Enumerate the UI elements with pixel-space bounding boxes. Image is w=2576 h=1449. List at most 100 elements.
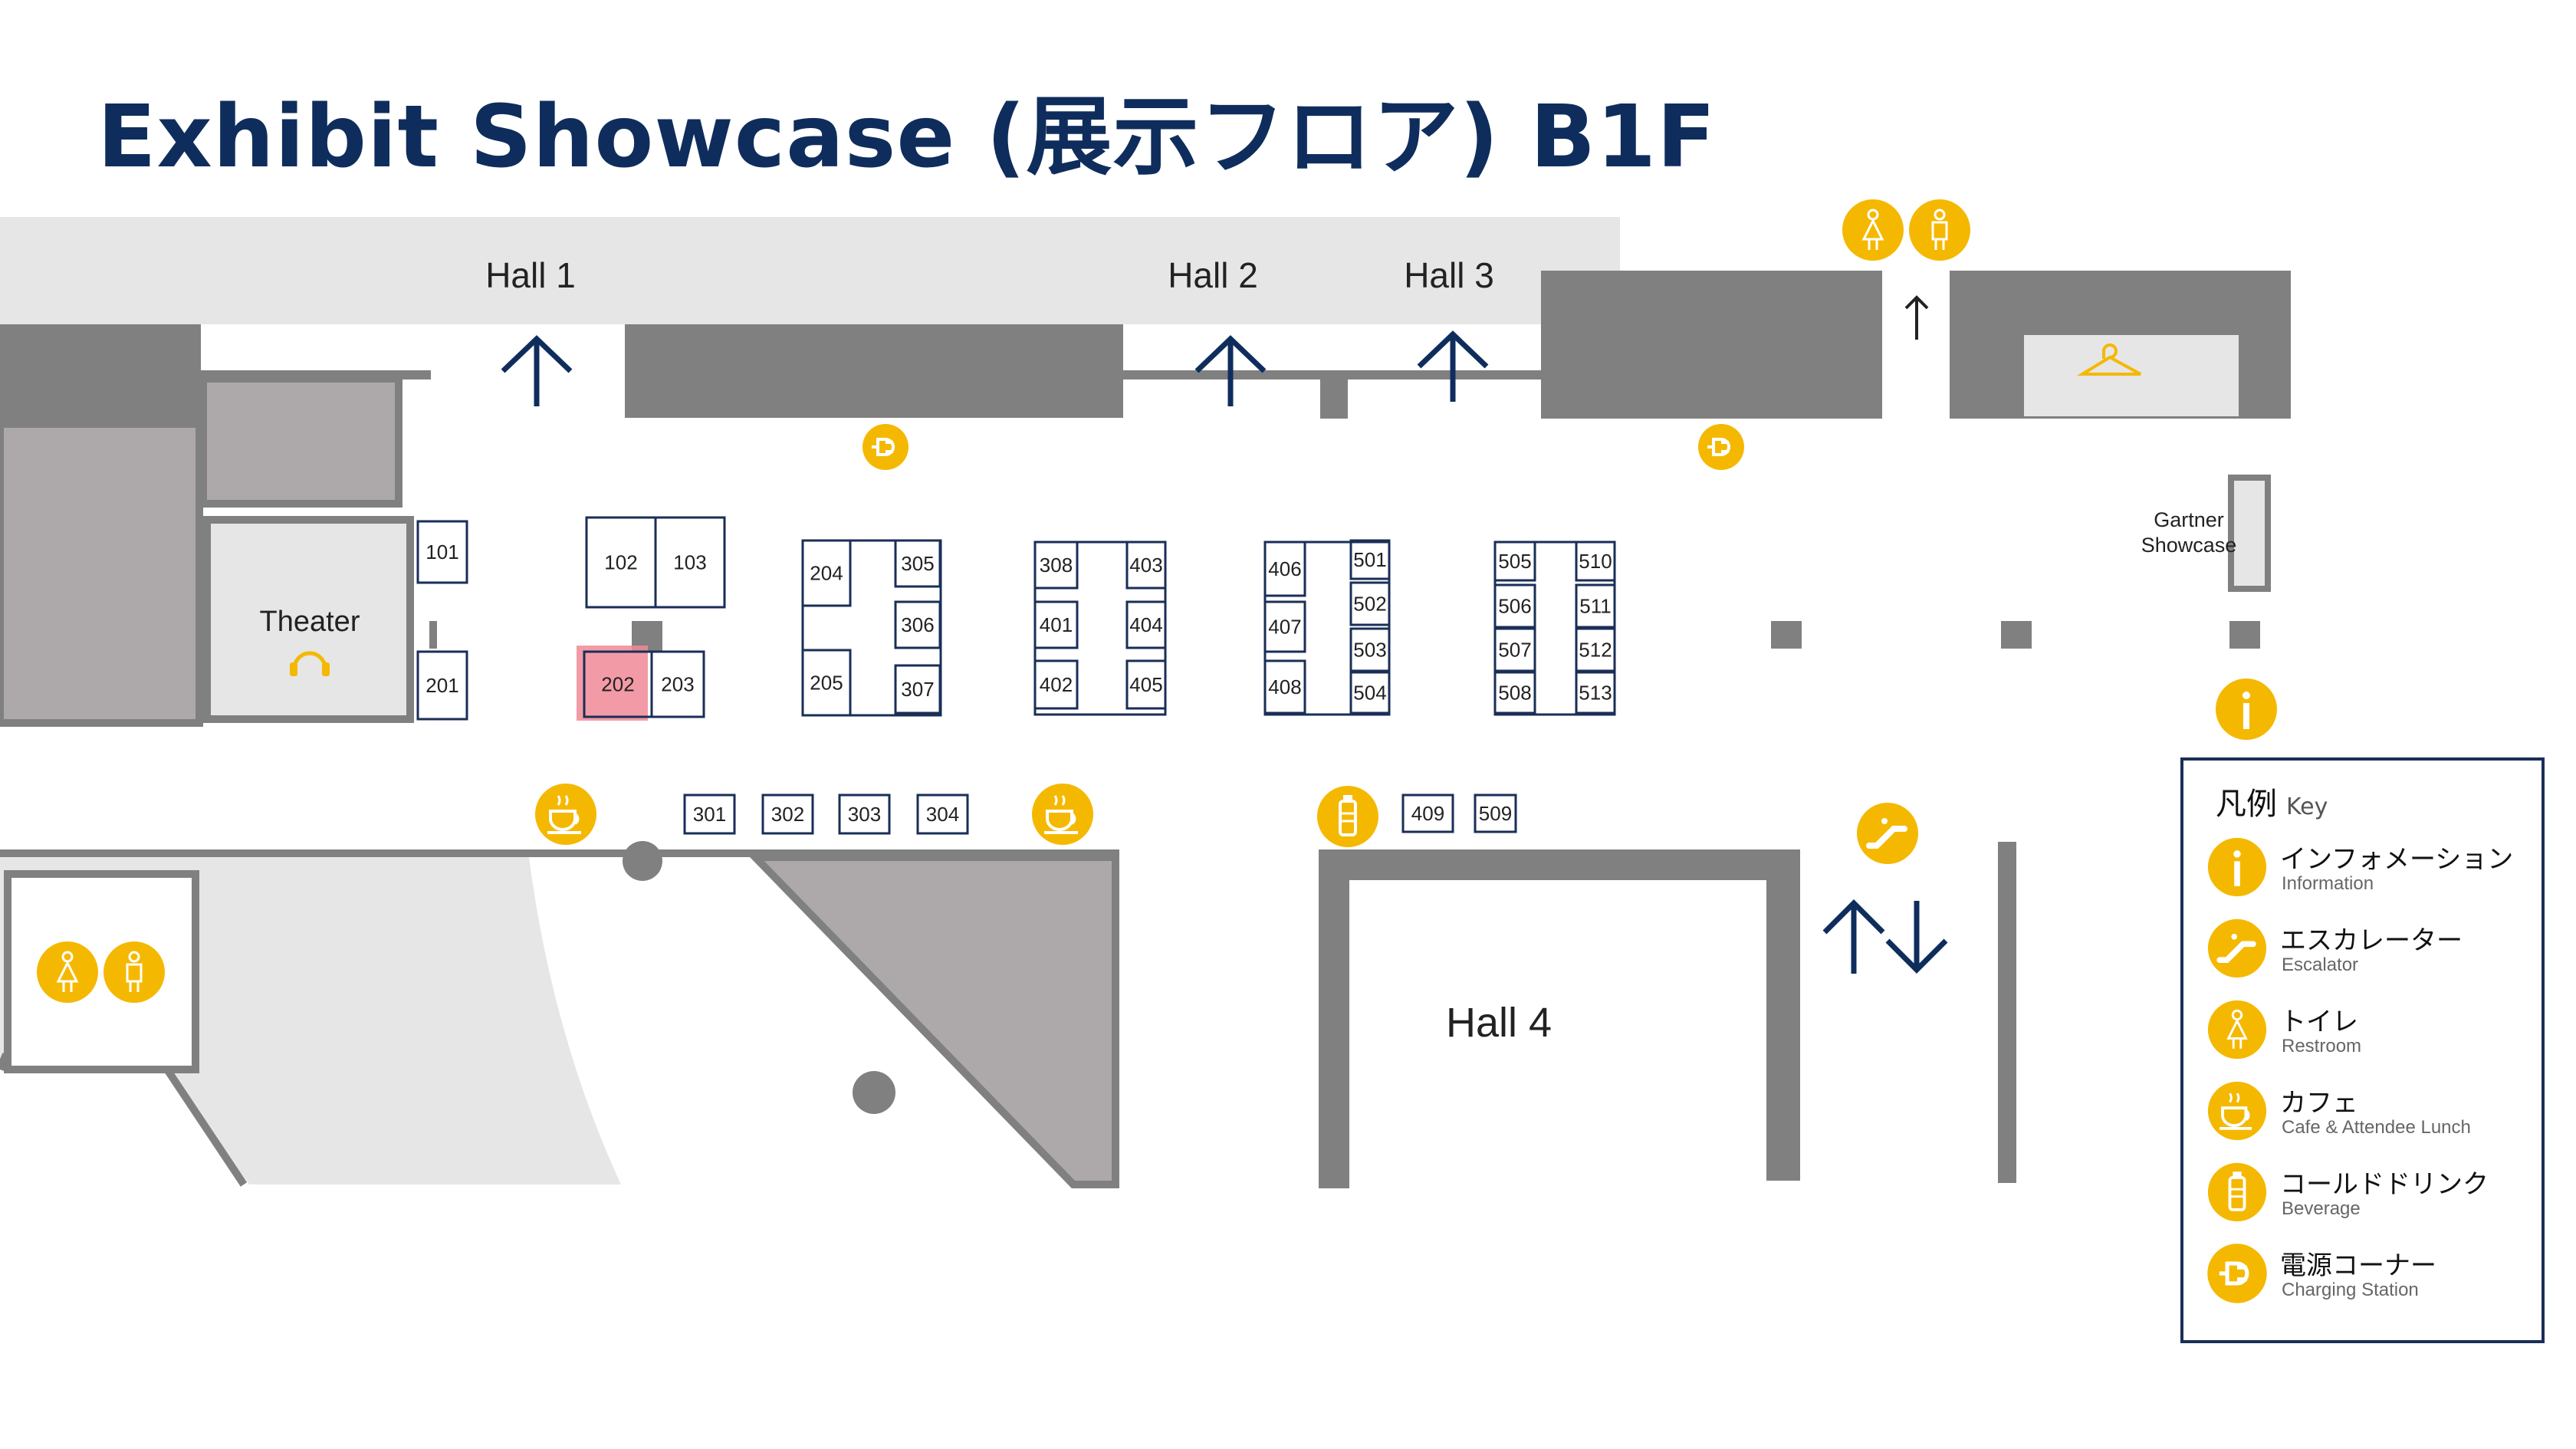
- booth-label: 405: [1129, 673, 1162, 696]
- booth-403[interactable]: [1125, 540, 1167, 590]
- legend-label-en: Cafe & Attendee Lunch: [2282, 1117, 2471, 1138]
- booth-303[interactable]: [838, 794, 891, 835]
- exit-arrow-icon: [1904, 295, 1929, 340]
- left-room: [0, 420, 203, 727]
- booth-label: 204: [810, 562, 843, 585]
- legend-label-en: Charging Station: [2282, 1280, 2419, 1300]
- booth-409[interactable]: [1401, 794, 1454, 833]
- booth-label: 509: [1479, 802, 1512, 825]
- booth-label: 302: [771, 803, 804, 826]
- booth-305[interactable]: [894, 539, 941, 588]
- charging-icon: [861, 422, 910, 472]
- triangle-room: [746, 853, 1119, 1188]
- booth-201[interactable]: [416, 650, 468, 721]
- hall-1-label[interactable]: Hall 1: [485, 255, 576, 295]
- booth-label: 304: [926, 803, 959, 826]
- gartner-label-2: Showcase: [2141, 534, 2237, 557]
- booth-label: 205: [810, 672, 843, 695]
- legend-label-en: Escalator: [2282, 955, 2359, 975]
- legend-label-jp: コールドドリンク: [2280, 1169, 2489, 1200]
- booth-408[interactable]: [1263, 659, 1306, 715]
- hall-2-label[interactable]: Hall 2: [1168, 255, 1258, 295]
- booth-501[interactable]: [1349, 539, 1391, 580]
- booth-label: 303: [848, 803, 881, 826]
- wall-block: [0, 324, 201, 426]
- booth-304[interactable]: [916, 794, 969, 835]
- theater-label: Theater: [260, 606, 360, 638]
- hall-3-label[interactable]: Hall 3: [1404, 255, 1494, 295]
- booth-406[interactable]: [1263, 540, 1306, 597]
- page-title: Exhibit Showcase (展示フロア) B1F: [97, 87, 1717, 187]
- booth-205[interactable]: [801, 649, 852, 717]
- restroom-man-icon: [102, 940, 166, 1004]
- booth-503[interactable]: [1349, 627, 1391, 672]
- booth-405[interactable]: [1125, 659, 1167, 710]
- booth-301[interactable]: [683, 794, 736, 835]
- booth-label: 102: [604, 551, 637, 574]
- beverage-icon: [1316, 784, 1380, 849]
- hall-4-walls: [1319, 849, 1800, 1188]
- booth-101[interactable]: [416, 520, 468, 584]
- booth-label: 403: [1129, 554, 1162, 577]
- info-icon: [2207, 837, 2267, 897]
- restroom-woman-icon: [1841, 198, 1905, 262]
- booth-506[interactable]: [1493, 583, 1536, 629]
- booth-label: 202: [601, 673, 634, 696]
- legend-label-jp: エスカレーター: [2280, 925, 2463, 956]
- booth-label: 101: [426, 540, 458, 564]
- cafe-icon: [2206, 1080, 2268, 1142]
- booth-label: 502: [1353, 593, 1386, 616]
- booth-label: 409: [1411, 802, 1444, 825]
- booth-504[interactable]: [1349, 671, 1391, 715]
- charging-icon: [2206, 1243, 2268, 1304]
- booth-511[interactable]: [1575, 583, 1616, 629]
- booth-block: [1033, 540, 1167, 716]
- booth-508[interactable]: [1493, 671, 1536, 715]
- theater-room: [203, 516, 414, 723]
- booth-103[interactable]: [654, 516, 726, 609]
- booth-308[interactable]: [1033, 540, 1079, 590]
- booth-203[interactable]: [650, 650, 705, 718]
- booth-label: 406: [1268, 557, 1301, 580]
- restroom-woman-icon: [35, 940, 100, 1004]
- booth-509[interactable]: [1474, 794, 1517, 833]
- booth-507[interactable]: [1493, 627, 1536, 672]
- cafe-icon: [534, 782, 598, 846]
- beverage-icon: [2206, 1162, 2268, 1223]
- restroom-man-icon: [1907, 198, 1972, 262]
- restroom-room: [4, 870, 199, 1073]
- escalator-arrows-icon: [1822, 899, 1948, 974]
- gartner-label-1: Gartner: [2154, 508, 2224, 531]
- highlighted-booth: [577, 646, 648, 721]
- booth-505[interactable]: [1493, 540, 1536, 582]
- booth-label: 511: [1579, 595, 1611, 618]
- booth-label: 510: [1579, 550, 1612, 573]
- booth-label: 513: [1579, 682, 1612, 705]
- booth-label: 308: [1040, 554, 1073, 577]
- legend-label-jp: インフォメーション: [2280, 844, 2514, 875]
- booth-407[interactable]: [1263, 600, 1306, 653]
- up-arrow-icons: [501, 330, 1489, 406]
- charging-icon: [1697, 422, 1746, 472]
- booth-513[interactable]: [1575, 671, 1616, 715]
- booth-label: 404: [1129, 613, 1162, 636]
- booth-302[interactable]: [761, 794, 814, 835]
- booth-401[interactable]: [1033, 600, 1079, 649]
- hall-4-label[interactable]: Hall 4: [1446, 1000, 1552, 1046]
- booth-510[interactable]: [1575, 540, 1616, 582]
- booth-204[interactable]: [801, 539, 852, 607]
- booth-402[interactable]: [1033, 659, 1079, 710]
- booth-404[interactable]: [1125, 600, 1167, 649]
- booth-label: 305: [901, 552, 934, 575]
- booth-502[interactable]: [1349, 581, 1391, 626]
- booth-307[interactable]: [894, 664, 941, 715]
- booth-306[interactable]: [894, 600, 941, 649]
- booth-label: 401: [1040, 613, 1073, 636]
- escalator-icon: [2206, 918, 2268, 979]
- booth-512[interactable]: [1575, 627, 1616, 672]
